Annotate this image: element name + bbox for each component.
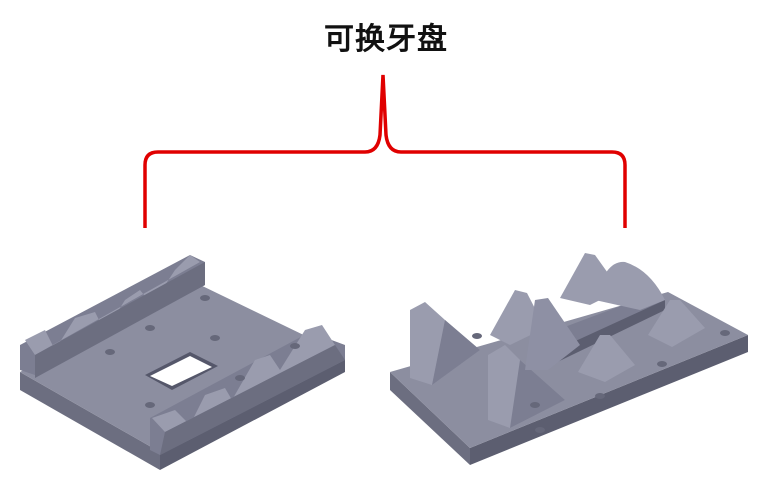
mounting-holes [105, 295, 300, 408]
mounting-holes [472, 330, 730, 433]
diagram-title: 可换牙盘 [324, 22, 448, 57]
right-tooth-plate [390, 253, 748, 465]
left-tooth-plate [20, 255, 345, 470]
red-brace [143, 74, 627, 228]
